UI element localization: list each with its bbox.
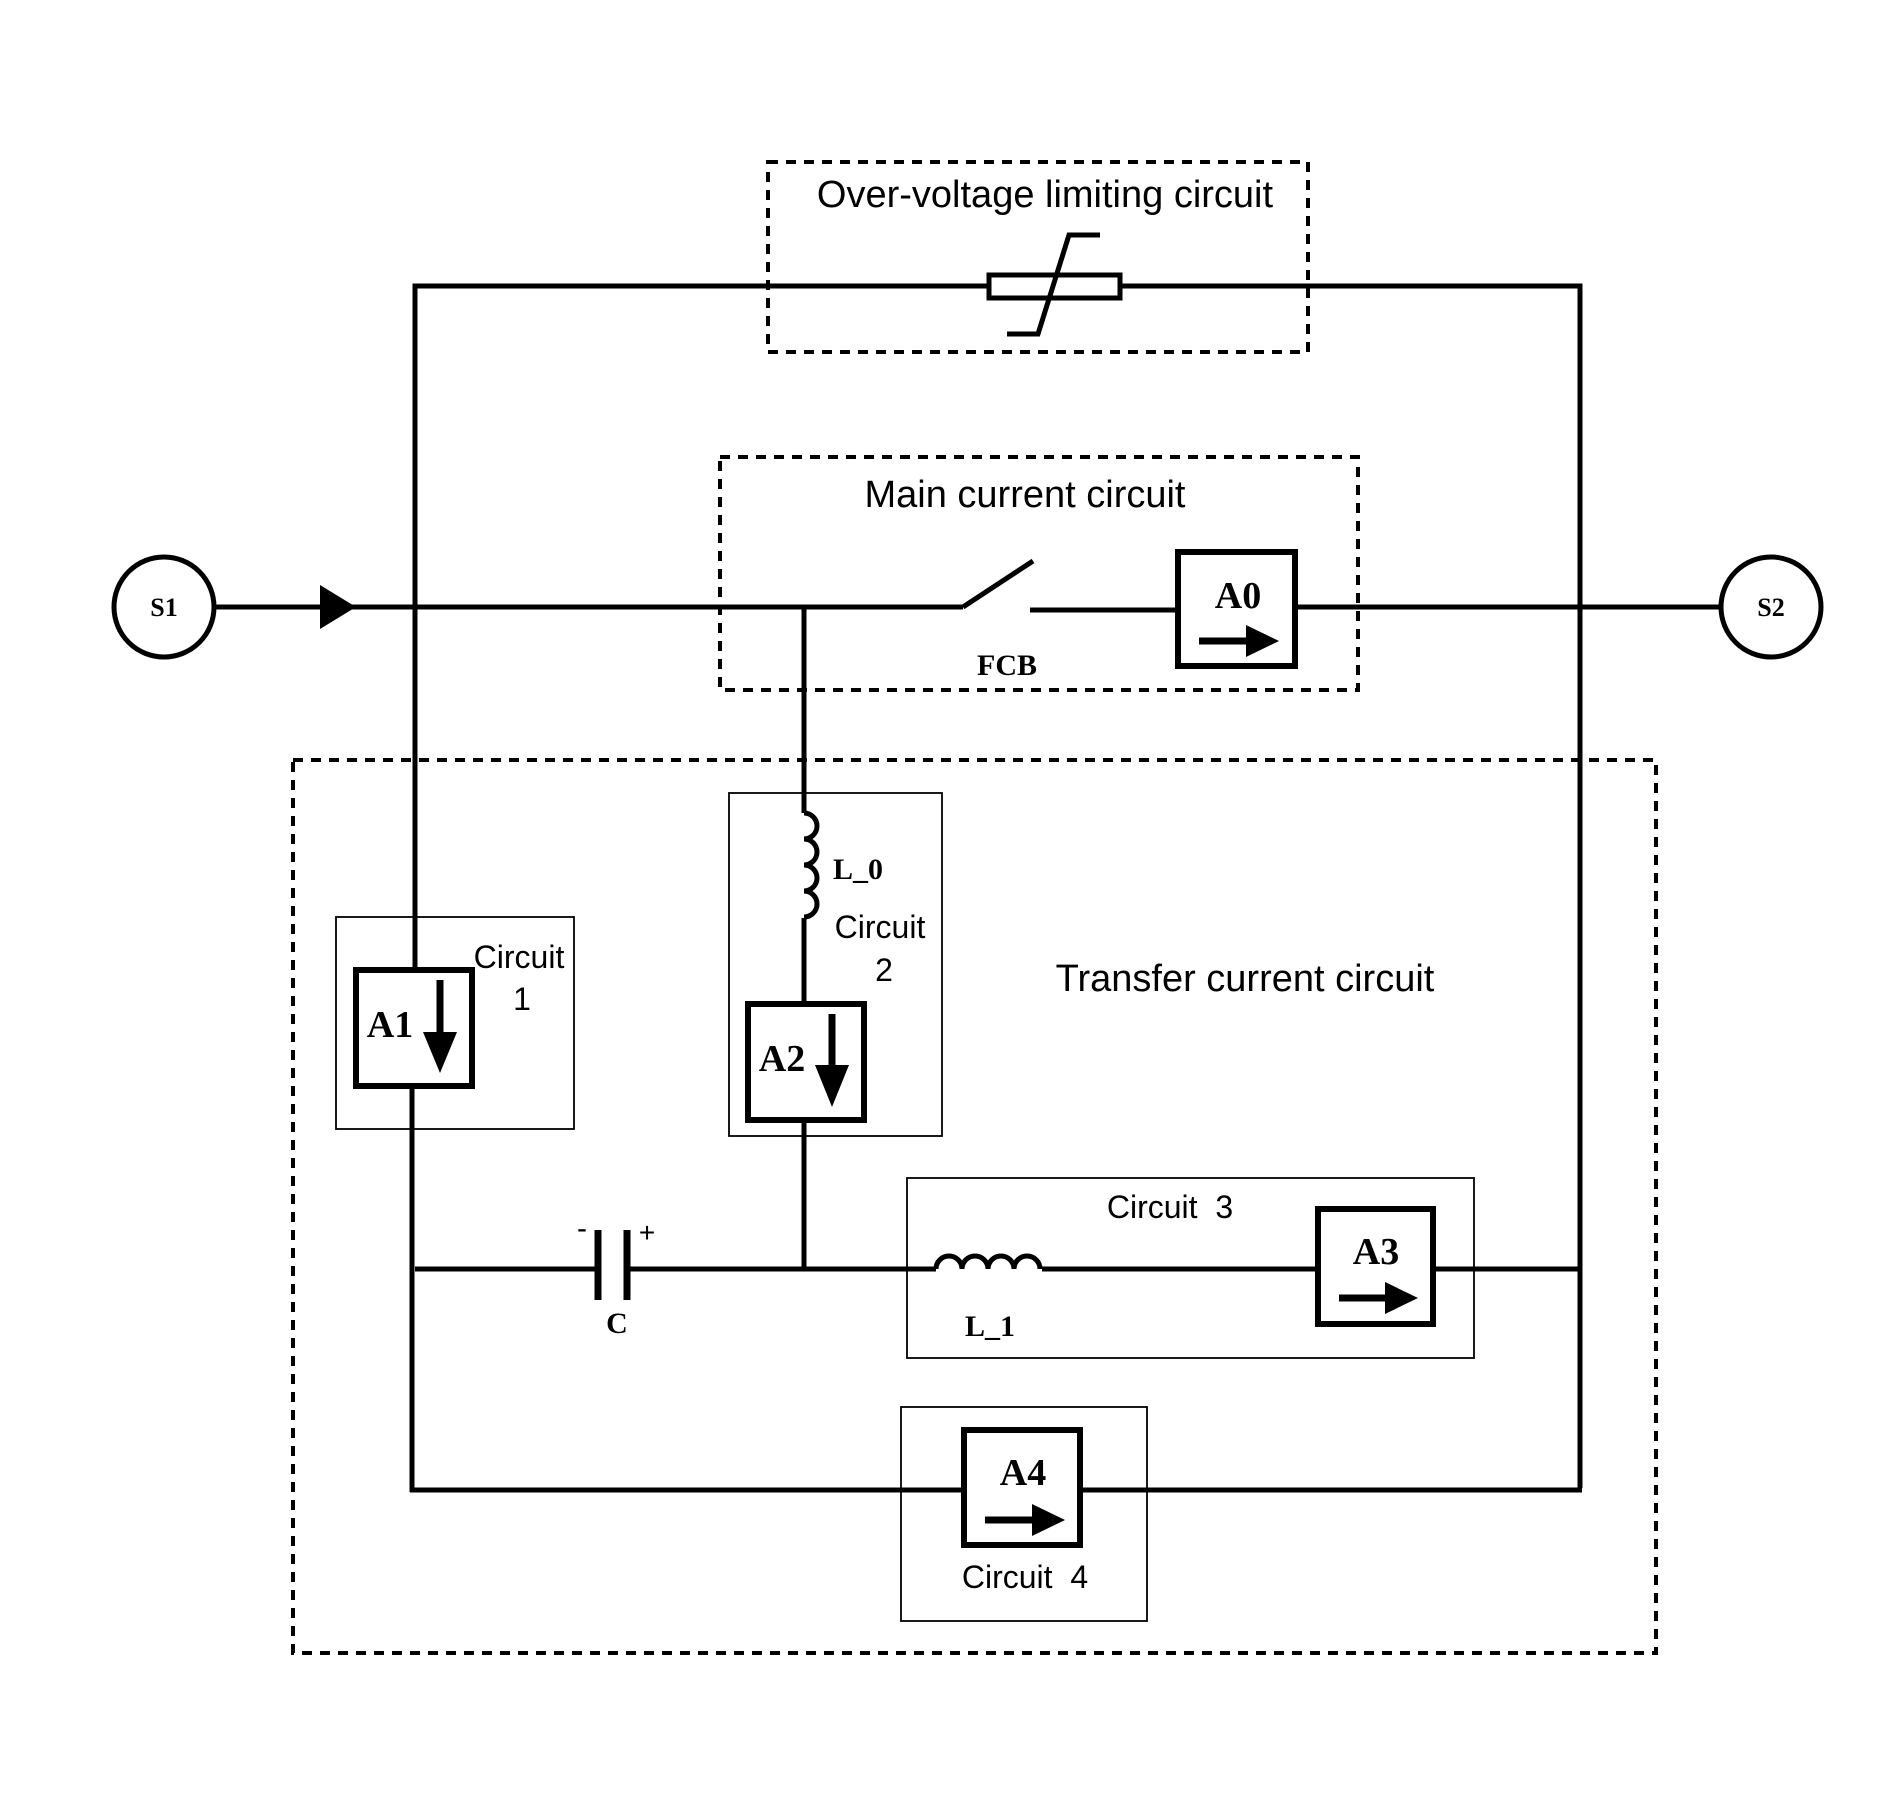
switch-a1-label: A1 — [367, 1004, 413, 1046]
varistor-icon — [989, 235, 1120, 334]
transfer-section-title: Transfer current circuit — [1056, 958, 1435, 1000]
switch-a1: A1 — [356, 970, 472, 1086]
fcb-switch-icon — [963, 561, 1033, 607]
inductor-l0-label: L_0 — [833, 853, 883, 886]
overvoltage-section-title: Over-voltage limiting circuit — [817, 174, 1274, 216]
switch-a2-label: A2 — [759, 1038, 805, 1080]
fcb-label: FCB — [977, 649, 1037, 682]
current-direction-arrow-icon — [320, 585, 356, 629]
circuit-4-title: Circuit 4 — [962, 1559, 1088, 1595]
switch-a2: A2 — [748, 1004, 864, 1120]
switch-a4: A4 — [964, 1430, 1080, 1545]
switch-a0: A0 — [1178, 552, 1295, 666]
circuit-1-title-line1: Circuit — [474, 939, 565, 975]
switch-a3-label: A3 — [1353, 1231, 1399, 1273]
circuit-1-title-line2: 1 — [513, 981, 531, 1017]
inductor-l1-icon — [936, 1256, 1040, 1269]
terminal-s2-label: S2 — [1757, 593, 1784, 622]
terminal-s1-label: S1 — [150, 593, 177, 622]
capacitor-plus-label: + — [639, 1217, 655, 1248]
inductor-l1-label: L_1 — [965, 1310, 1015, 1343]
circuit-3-title: Circuit 3 — [1107, 1189, 1233, 1225]
capacitor-minus-label: - — [577, 1212, 587, 1245]
capacitor-label: C — [606, 1307, 628, 1340]
inductor-l0-icon — [804, 813, 817, 917]
capacitor-icon — [598, 1230, 627, 1300]
circuit-2-title-line1: Circuit — [835, 909, 926, 945]
switch-a3: A3 — [1318, 1209, 1433, 1324]
main-section-title: Main current circuit — [865, 474, 1186, 516]
circuit-2-title-line2: 2 — [875, 952, 893, 988]
switch-a4-label: A4 — [1000, 1452, 1046, 1494]
switch-a0-label: A0 — [1215, 575, 1261, 617]
